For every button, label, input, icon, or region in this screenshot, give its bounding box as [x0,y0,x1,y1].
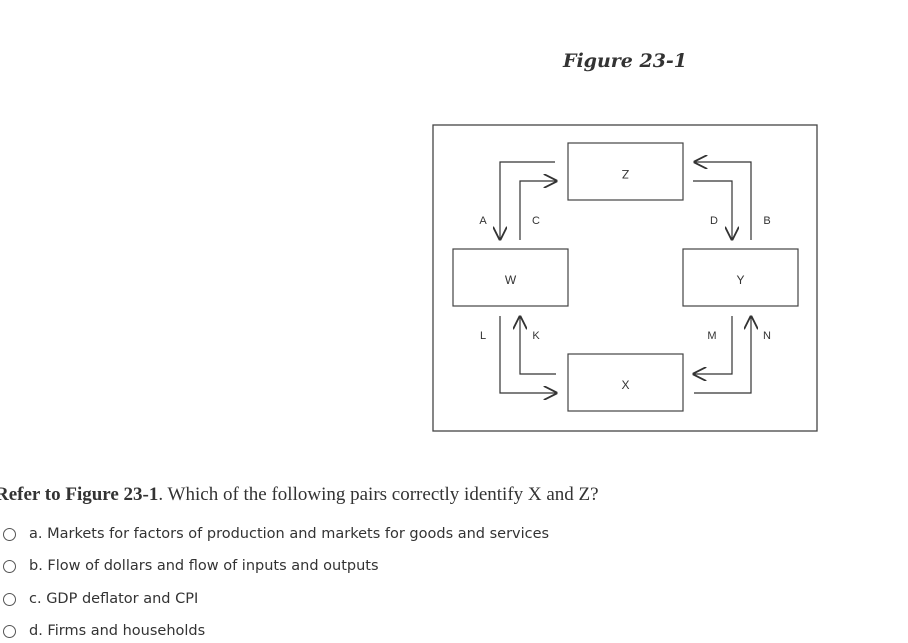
choice-b-label: b. Flow of dollars and flow of inputs an… [29,558,379,574]
arrow-l [499,316,557,393]
radio-a[interactable] [3,527,16,541]
label-n: N [763,330,771,342]
question-figure-ref: Refer to Figure 23-1 [0,484,159,505]
choice-c-label: c. GDP deflator and CPI [29,591,199,607]
figure-title: Figure 23-1 [562,50,688,72]
box-z [567,142,684,201]
diagram-frame [432,124,818,432]
choice-d[interactable]: d. Firms and households [0,619,205,643]
box-w [452,248,569,307]
choice-b[interactable]: b. Flow of dollars and flow of inputs an… [0,554,379,578]
box-x [567,353,684,412]
arrow-a [500,161,555,240]
label-b: B [763,215,770,227]
radio-d[interactable] [3,624,16,638]
label-c: C [532,215,540,227]
arrow-d [693,180,732,240]
arrow-b [694,162,752,240]
question-text: Refer to Figure 23-1. Which of the follo… [0,484,895,506]
choice-c[interactable]: c. GDP deflator and CPI [0,587,198,611]
label-a: A [479,215,487,227]
choice-d-label: d. Firms and households [29,623,206,639]
box-x-label: X [621,378,629,392]
label-k: K [532,330,540,342]
label-l: L [480,330,486,342]
question-body: . Which of the following pairs correctly… [158,484,599,505]
box-w-label: W [505,273,517,287]
radio-c[interactable] [3,592,16,606]
radio-b[interactable] [3,559,16,573]
arrow-k [520,316,556,375]
arrow-c [519,181,557,240]
arrow-m [693,316,733,374]
choice-a[interactable]: a. Markets for factors of production and… [0,522,549,546]
box-y [682,248,799,307]
box-y-label: Y [736,273,744,287]
label-d: D [710,215,718,227]
arrow-n [694,316,751,394]
label-m: M [707,330,716,342]
box-z-label: Z [622,167,629,181]
choice-a-label: a. Markets for factors of production and… [29,526,550,542]
